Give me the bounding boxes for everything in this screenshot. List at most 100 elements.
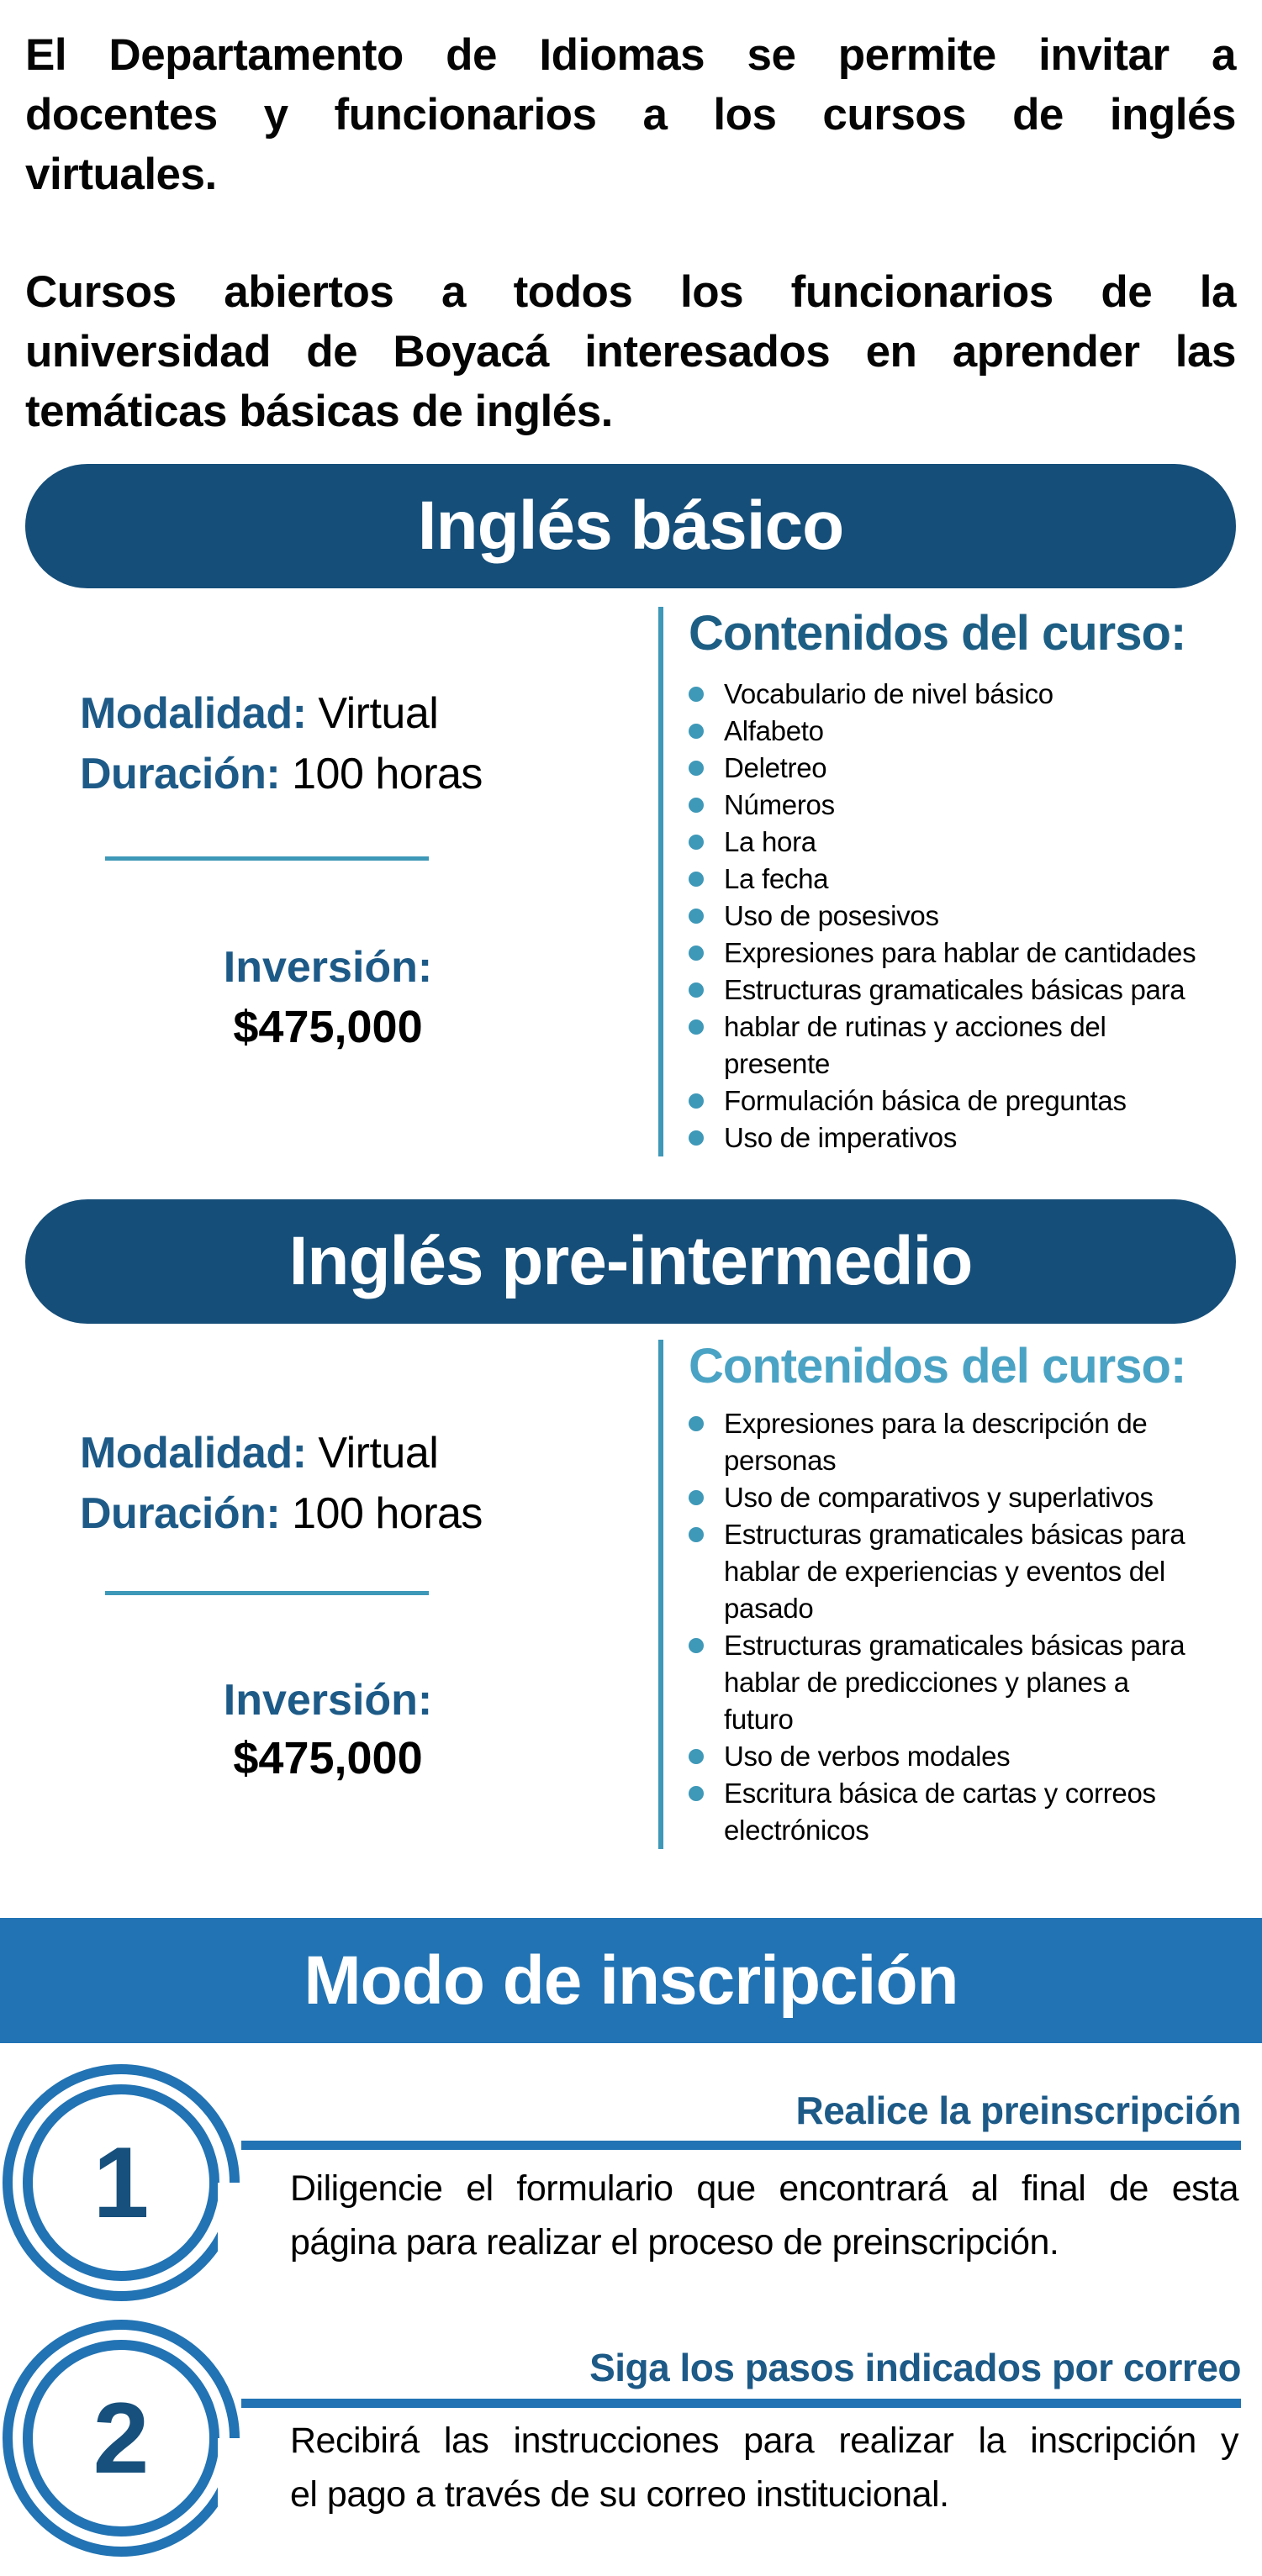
list-item: Alfabeto [689, 713, 1238, 750]
step1-connector-line [241, 2141, 1241, 2150]
step2-circle: 2 [3, 2320, 240, 2557]
bullet-icon [689, 946, 704, 961]
duration-value: 100 horas [292, 1489, 483, 1538]
bullet-icon [689, 1416, 704, 1431]
modality-label: Modalidad: [80, 1429, 307, 1478]
step1-body: Diligencie el formulario que encontrará … [290, 2162, 1239, 2269]
step2-number: 2 [92, 2382, 150, 2494]
investment-value: $475,000 [233, 1733, 423, 1783]
list-item: Uso de posesivos [689, 898, 1238, 935]
bullet-icon [689, 872, 704, 887]
investment-block: Inversión: $475,000 [92, 943, 563, 1051]
list-item-text: Uso de imperativos [724, 1122, 958, 1153]
bullet-icon [689, 835, 704, 850]
text-line: el pago a través de su correo institucio… [290, 2474, 949, 2515]
list-item: La hora [689, 824, 1238, 861]
list-item: Uso de comparativos y superlativos [689, 1479, 1238, 1516]
list-item: Estructuras gramaticales básicas para [689, 972, 1238, 1009]
investment-label: Inversión: [223, 943, 433, 992]
list-item: Uso de verbos modales [689, 1738, 1238, 1775]
bullet-icon [689, 1749, 704, 1764]
list-item-text: Estructuras gramaticales básicas para [724, 974, 1185, 1005]
modality-value: Virtual [318, 1429, 439, 1478]
list-item: Números [689, 787, 1238, 824]
list-item: Vocabulario de nivel básico [689, 676, 1238, 713]
bullet-icon [689, 1130, 704, 1146]
list-item: Uso de imperativos [689, 1119, 1238, 1156]
text-line: página para realizar el proceso de prein… [290, 2222, 1059, 2263]
modality-row: Modalidad: Virtual [25, 683, 614, 744]
investment-block: Inversión: $475,000 [92, 1676, 563, 1783]
bullet-icon [689, 982, 704, 998]
bullet-icon [689, 1093, 704, 1109]
list-item-text: Alfabeto [724, 715, 824, 746]
course-title: Inglés pre-intermedio [288, 1223, 974, 1299]
bullet-icon [689, 1490, 704, 1505]
intro-paragraph-1: El Departamento de Idiomas se permite in… [25, 25, 1237, 204]
course1-contents: Contenidos del curso: Vocabulario de niv… [658, 607, 1238, 1156]
step1-heading: Realice la preinscripción [795, 2089, 1241, 2132]
list-item-text: Uso de verbos modales [724, 1741, 1011, 1772]
modality-value: Virtual [318, 689, 439, 738]
step2-heading: Siga los pasos indicados por correo [589, 2346, 1241, 2389]
bullet-icon [689, 761, 704, 776]
bullet-icon [689, 909, 704, 924]
list-item-text: Vocabulario de nivel básico [724, 678, 1053, 709]
list-item-text: La fecha [724, 863, 829, 894]
duration-row: Duración: 100 horas [25, 744, 614, 804]
modality-label: Modalidad: [80, 689, 307, 738]
course1-details: Modalidad: Virtual Duración: 100 horas I… [25, 683, 614, 1051]
duration-value: 100 horas [292, 750, 483, 798]
list-item: Deletreo [689, 750, 1238, 787]
step2-connector-line [241, 2399, 1241, 2408]
contents-heading: Contenidos del curso: [689, 1339, 1186, 1393]
text-line: virtuales. [25, 150, 217, 199]
course2-details: Modalidad: Virtual Duración: 100 horas I… [25, 1423, 614, 1783]
course2-contents: Contenidos del curso: Expresiones para l… [658, 1340, 1238, 1849]
step1-inner-circle: 1 [23, 2084, 219, 2281]
enrollment-banner: Modo de inscripción [0, 1918, 1262, 2043]
divider-line [105, 1591, 429, 1595]
course-banner-ingles-pre-intermedio: Inglés pre-intermedio [25, 1199, 1236, 1324]
list-item-text: Uso de posesivos [724, 900, 939, 931]
text-line: Recibirá las instrucciones para realizar… [290, 2421, 1239, 2461]
list-item: Expresiones para hablar de cantidades [689, 935, 1238, 972]
bullet-icon [689, 1638, 704, 1653]
text-line: Diligencie el formulario que encontrará … [290, 2168, 1239, 2209]
contents-heading: Contenidos del curso: [689, 606, 1186, 661]
step1-number: 1 [92, 2126, 150, 2239]
bullet-icon [689, 687, 704, 702]
bullet-icon [689, 1527, 704, 1542]
text-line: docentes y funcionarios a los cursos de … [25, 90, 1237, 140]
list-item: Formulación básica de preguntas [689, 1083, 1238, 1119]
text-line: Cursos abiertos a todos los funcionarios… [25, 267, 1237, 317]
text-line: temáticas básicas de inglés. [25, 387, 613, 436]
step1-circle: 1 [3, 2064, 240, 2301]
bullet-icon [689, 724, 704, 739]
list-item-text: Números [724, 789, 835, 820]
bullet-icon [689, 1019, 704, 1035]
duration-label: Duración: [80, 750, 281, 798]
investment-value: $475,000 [233, 1002, 423, 1052]
investment-label: Inversión: [223, 1676, 433, 1725]
step2-body: Recibirá las instrucciones para realizar… [290, 2414, 1239, 2521]
duration-row: Duración: 100 horas [25, 1483, 614, 1544]
enrollment-banner-title: Modo de inscripción [304, 1941, 958, 2019]
step1-ring-gap [218, 2183, 243, 2263]
bullet-icon [689, 798, 704, 813]
course-banner-ingles-basico: Inglés básico [25, 464, 1236, 588]
bullet-icon [689, 1786, 704, 1801]
text-line: universidad de Boyacá interesados en apr… [25, 327, 1237, 377]
